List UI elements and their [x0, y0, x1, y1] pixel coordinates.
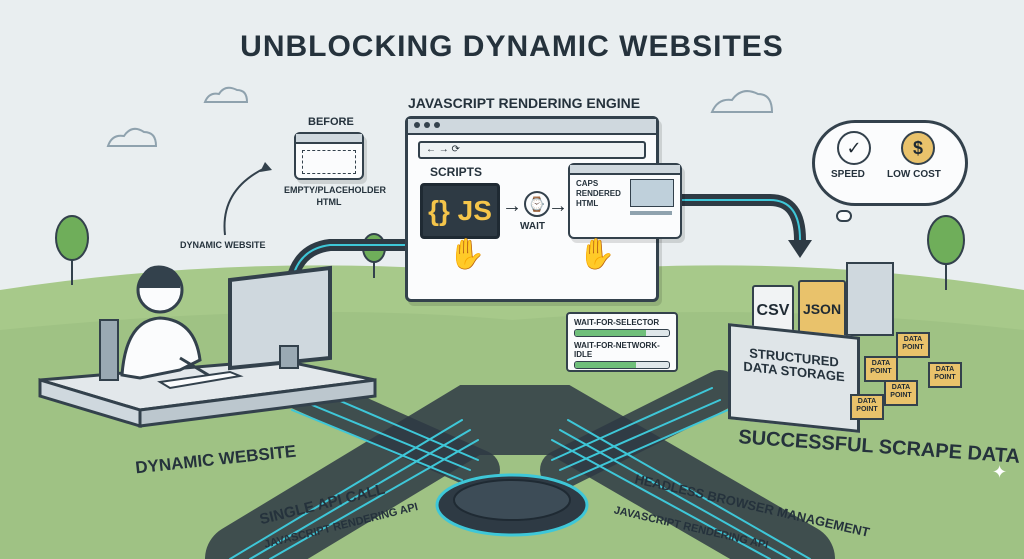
coin-icon: $: [901, 131, 935, 165]
scripts-label: SCRIPTS: [430, 165, 483, 179]
bubble-tail: [836, 210, 852, 222]
file-folders: [846, 262, 894, 336]
wait-progress-1: [575, 330, 646, 336]
data-point-block: DATA POINT: [864, 356, 898, 382]
engine-label: JAVASCRIPT RENDERING ENGINE: [408, 95, 641, 111]
speed-label: SPEED: [831, 169, 865, 180]
robot-hand-icon-2: ✋: [578, 238, 616, 271]
rendered-text: CAPS RENDERED HTML: [576, 179, 621, 208]
before-label: BEFORE: [308, 116, 354, 128]
engine-browser: ← → ⟳ SCRIPTS {} JS → ⌚ WAIT → CAPS REND…: [405, 116, 682, 302]
stopwatch-icon: ✓: [837, 131, 871, 165]
wait-progress-2: [575, 362, 637, 368]
data-point-block: DATA POINT: [896, 332, 930, 358]
before-caption: EMPTY/PLACEHOLDER HTML: [284, 185, 387, 207]
data-point-block: DATA POINT: [850, 394, 884, 420]
storage-label: STRUCTURED DATA STORAGE: [743, 345, 845, 385]
wait-condition-1: WAIT-FOR-SELECTOR: [574, 318, 670, 337]
js-icon: {} JS: [420, 183, 500, 239]
data-point-block: DATA POINT: [928, 362, 962, 388]
json-file: JSON: [798, 280, 846, 338]
arrow-right-icon: →: [502, 195, 522, 217]
low-cost-label: LOW COST: [887, 169, 941, 180]
wait-condition-2: WAIT-FOR-NETWORK-IDLE: [574, 341, 670, 369]
before-browser: [294, 132, 364, 180]
page-title: UNBLOCKING DYNAMIC WEBSITES: [240, 30, 784, 63]
circuit-paths: [205, 370, 835, 559]
arrow-right-icon-2: →: [548, 195, 568, 217]
rendered-browser: CAPS RENDERED HTML: [568, 163, 682, 239]
clock-icon: ⌚: [524, 191, 550, 217]
wait-conditions-panel: WAIT-FOR-SELECTOR WAIT-FOR-NETWORK-IDLE: [566, 312, 678, 372]
dynamic-website-small-label: DYNAMIC WEBSITE: [180, 240, 266, 250]
robot-hand-icon: ✋: [448, 238, 486, 271]
benefits-bubble: ✓ $ SPEED LOW COST: [812, 120, 968, 206]
sparkle-icon: ✦: [992, 462, 1008, 482]
wait-label: WAIT: [520, 221, 545, 232]
data-point-block: DATA POINT: [884, 380, 918, 406]
address-bar[interactable]: ← → ⟳: [418, 141, 646, 159]
person-at-computer: [38, 265, 377, 429]
cloud-icon: [106, 86, 774, 147]
storage-box: STRUCTURED DATA STORAGE: [728, 323, 860, 433]
